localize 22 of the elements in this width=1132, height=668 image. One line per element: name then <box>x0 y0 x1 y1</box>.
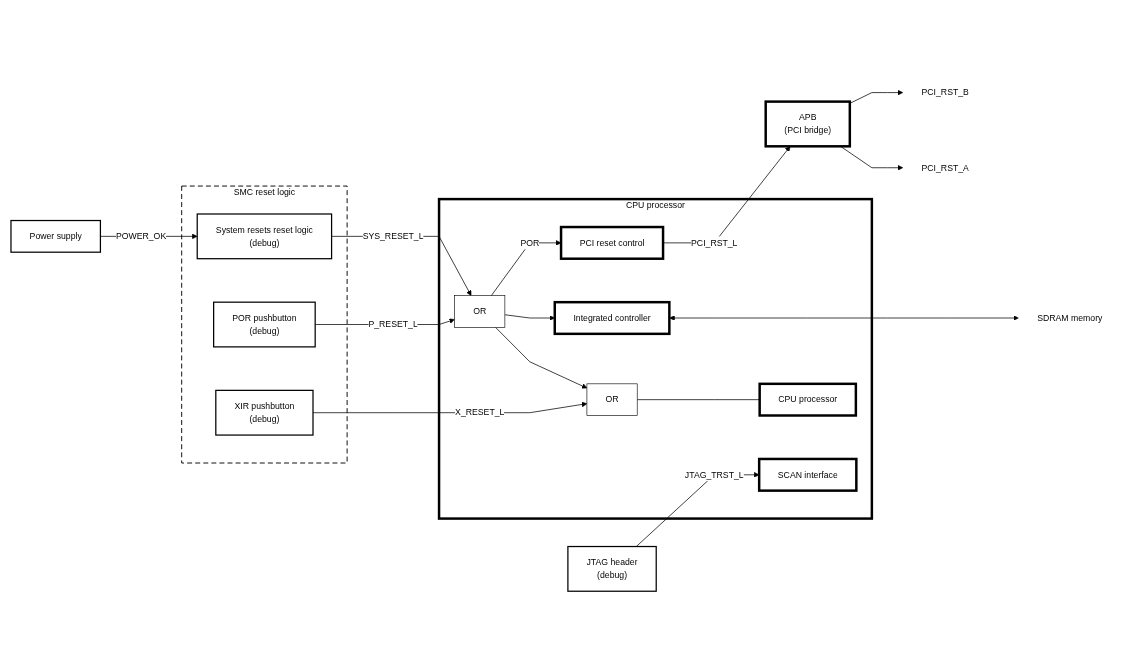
node-text: SDRAM memory <box>1037 312 1103 323</box>
edge-label: JTAG_TRST_L <box>684 469 744 480</box>
edge-label: SYS_RESET_L <box>362 231 424 242</box>
edge-label: POWER_OK <box>115 231 167 242</box>
node-box: XIR pushbutton (debug) <box>215 389 314 436</box>
node-box: APB (PCI bridge) <box>764 100 852 148</box>
node-box: Integrated controller <box>553 300 671 336</box>
node-box: OR <box>454 295 506 328</box>
node-box: POR pushbutton (debug) <box>213 301 316 348</box>
node-box: Power supply <box>10 219 102 253</box>
node-text: PCI_RST_B <box>921 87 969 98</box>
edge-label: POR <box>520 237 540 248</box>
node-box: OR <box>586 383 638 416</box>
node-box: JTAG header (debug) <box>567 545 657 592</box>
node-box: CPU processor <box>758 382 858 417</box>
node-box: SCAN interface <box>757 457 858 492</box>
node-box: System resets reset logic (debug) <box>196 213 333 260</box>
node-box: PCI reset control <box>559 225 665 260</box>
edge-label: PCI_RST_L <box>691 237 738 248</box>
edge-label: X_RESET_L <box>455 407 505 418</box>
node-text: PCI_RST_A <box>921 162 969 173</box>
edge-label: P_RESET_L <box>368 319 418 330</box>
